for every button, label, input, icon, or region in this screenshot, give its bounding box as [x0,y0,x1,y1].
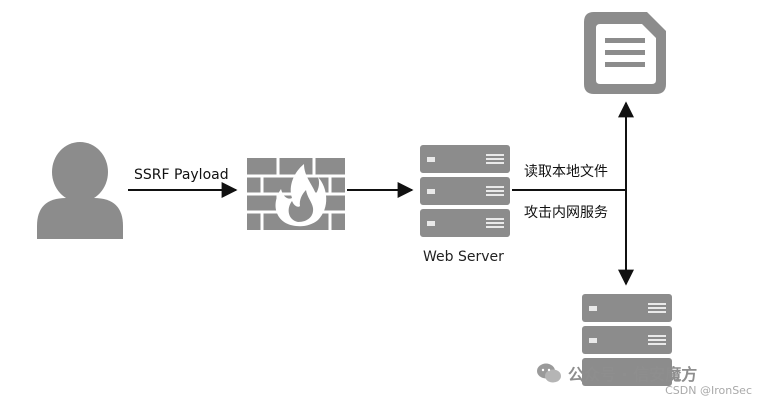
server-rack-icon [420,145,510,237]
wechat-icon [537,363,561,383]
read-file-label: 读取本地文件 [524,164,608,180]
document-icon [584,12,666,94]
firewall-icon [247,158,345,230]
watermark: 公众号 · 信安魔方 [536,358,697,388]
user-silhouette-icon [37,142,123,239]
web-server-caption: Web Server [423,249,504,265]
server-rack-icon [582,294,672,386]
watermark-brand: 公众号 · 信安魔方 [568,365,698,384]
watermark-sub: CSDN @IronSec [665,384,752,397]
attack-intranet-label: 攻击内网服务 [524,205,608,221]
payload-label: SSRF Payload [134,167,229,183]
